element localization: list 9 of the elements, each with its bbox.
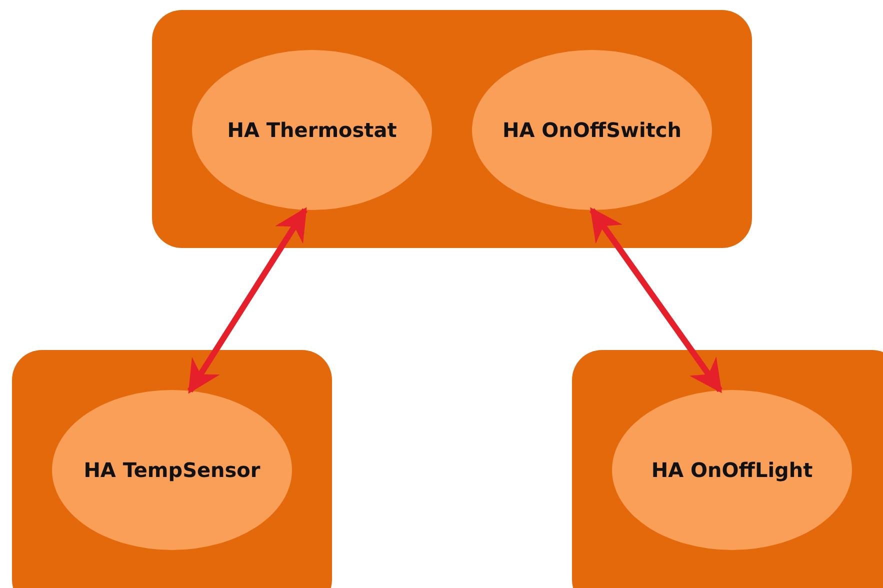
- double-arrow: [187, 207, 308, 394]
- node-label: HA TempSensor: [84, 458, 260, 482]
- node-label: HA OnOffLight: [651, 458, 813, 482]
- group-panel: [152, 10, 752, 248]
- group-panel: [12, 350, 332, 588]
- group-panel: [572, 350, 883, 588]
- node-label: HA Thermostat: [227, 118, 397, 142]
- double-arrow: [590, 207, 722, 394]
- node-label: HA OnOffSwitch: [502, 118, 682, 142]
